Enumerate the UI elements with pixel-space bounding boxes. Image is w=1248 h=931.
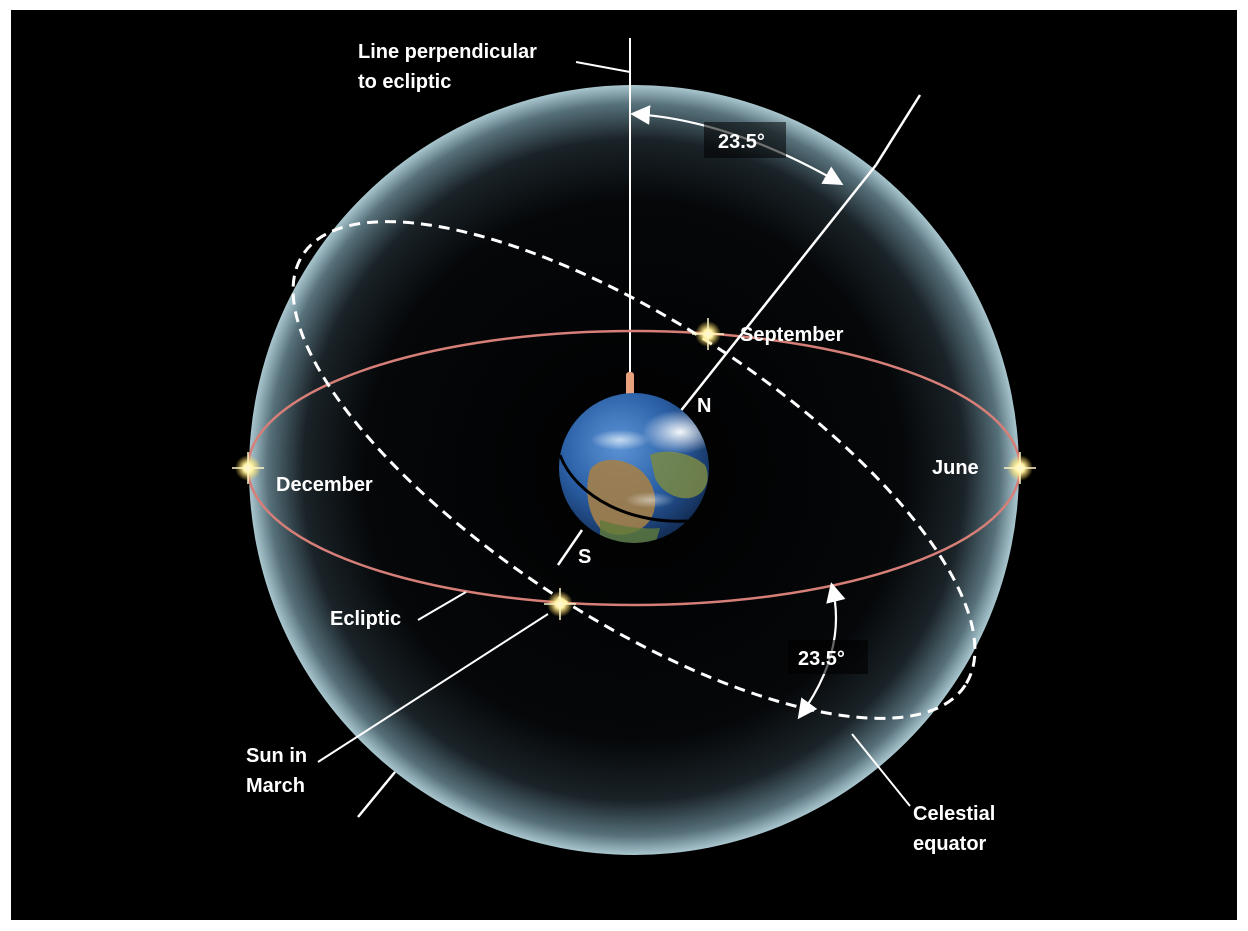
- sun-march-label-leader: [317, 613, 549, 763]
- earth-axis-upper-extension: [874, 94, 922, 166]
- sun-march-label-line-1: Sun in: [246, 745, 307, 767]
- september-label: September: [740, 324, 844, 346]
- perpendicular-label-line-2: to ecliptic: [358, 71, 451, 93]
- axis-tilt-bottom-label: 23.5°: [798, 648, 845, 670]
- perpendicular-label-leader: [575, 61, 631, 73]
- celestial-equator-label-line-1: Celestial: [913, 803, 995, 825]
- sun-march-icon: [544, 588, 576, 620]
- earth-axis-lower-extension: [357, 771, 396, 818]
- sun-june-icon: [1004, 452, 1036, 484]
- celestial-equator-label-line-2: equator: [913, 833, 987, 855]
- earth-axis-lower: [556, 529, 584, 566]
- north-pole-label: N: [697, 395, 711, 417]
- june-label: June: [932, 457, 979, 479]
- south-pole-label: S: [578, 546, 591, 568]
- axis-tilt-top-label-bg: [704, 122, 786, 158]
- axis-tilt-bottom-label-bg: [788, 640, 868, 674]
- axis-tilt-top-label: 23.5°: [718, 131, 765, 153]
- ecliptic-label-leader: [417, 591, 467, 621]
- perpendicular-label-line-1: Line perpendicular: [358, 41, 537, 63]
- december-label: December: [276, 474, 373, 496]
- celestial-equator-label-leader: [851, 733, 911, 807]
- sun-december-icon: [232, 452, 264, 484]
- ecliptic-label: Ecliptic: [330, 608, 401, 630]
- earth-axis-upper: [659, 164, 877, 438]
- sun-march-label-line-2: March: [246, 775, 305, 797]
- celestial-equator-ellipse: [291, 220, 977, 720]
- perpendicular-line-base: [626, 372, 634, 396]
- sun-september-icon: [692, 318, 724, 350]
- earth-globe-icon: [559, 393, 709, 543]
